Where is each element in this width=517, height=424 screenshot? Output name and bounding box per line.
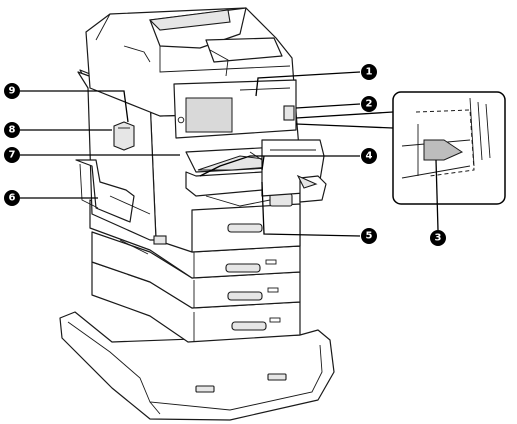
- leader-lines: [20, 71, 439, 237]
- svg-text:4: 4: [366, 151, 373, 162]
- callout-1: 1: [361, 64, 377, 80]
- callout-7: 7: [4, 147, 20, 163]
- callout-2: 2: [361, 96, 377, 112]
- callout-8: 8: [4, 122, 20, 138]
- control-panel: [173, 79, 297, 139]
- svg-text:8: 8: [9, 125, 16, 136]
- svg-text:1: 1: [366, 67, 373, 78]
- svg-text:2: 2: [366, 99, 373, 110]
- detail-inset: [392, 91, 506, 205]
- svg-text:9: 9: [9, 86, 16, 97]
- cassette-1-label: [269, 193, 293, 207]
- callout-5: 5: [361, 228, 377, 244]
- component-8: [113, 121, 135, 151]
- caster-1: [195, 385, 215, 393]
- touch-screen: [185, 97, 233, 133]
- svg-text:5: 5: [366, 231, 373, 242]
- svg-text:3: 3: [435, 233, 442, 244]
- inset-highlighted-tab: [423, 139, 464, 161]
- cassette-4-handle: [231, 321, 267, 331]
- caster-2: [267, 373, 287, 381]
- side-unit: [261, 139, 327, 203]
- cassette-1-handle: [227, 223, 263, 233]
- paper-cassette-stack: [89, 199, 301, 343]
- callout-4: 4: [361, 148, 377, 164]
- cassette-3-handle: [227, 291, 263, 301]
- svg-text:6: 6: [9, 193, 16, 204]
- callout-9: 9: [4, 83, 20, 99]
- callout-3: 3: [430, 230, 446, 246]
- svg-text:7: 7: [9, 150, 16, 161]
- usb-port: [283, 105, 295, 121]
- home-button-icon: [177, 116, 185, 124]
- side-latch: [153, 235, 167, 245]
- cassette-2-handle: [225, 263, 261, 273]
- callout-6: 6: [4, 190, 20, 206]
- left-cover: [75, 159, 151, 255]
- cabinet-base: [59, 311, 335, 421]
